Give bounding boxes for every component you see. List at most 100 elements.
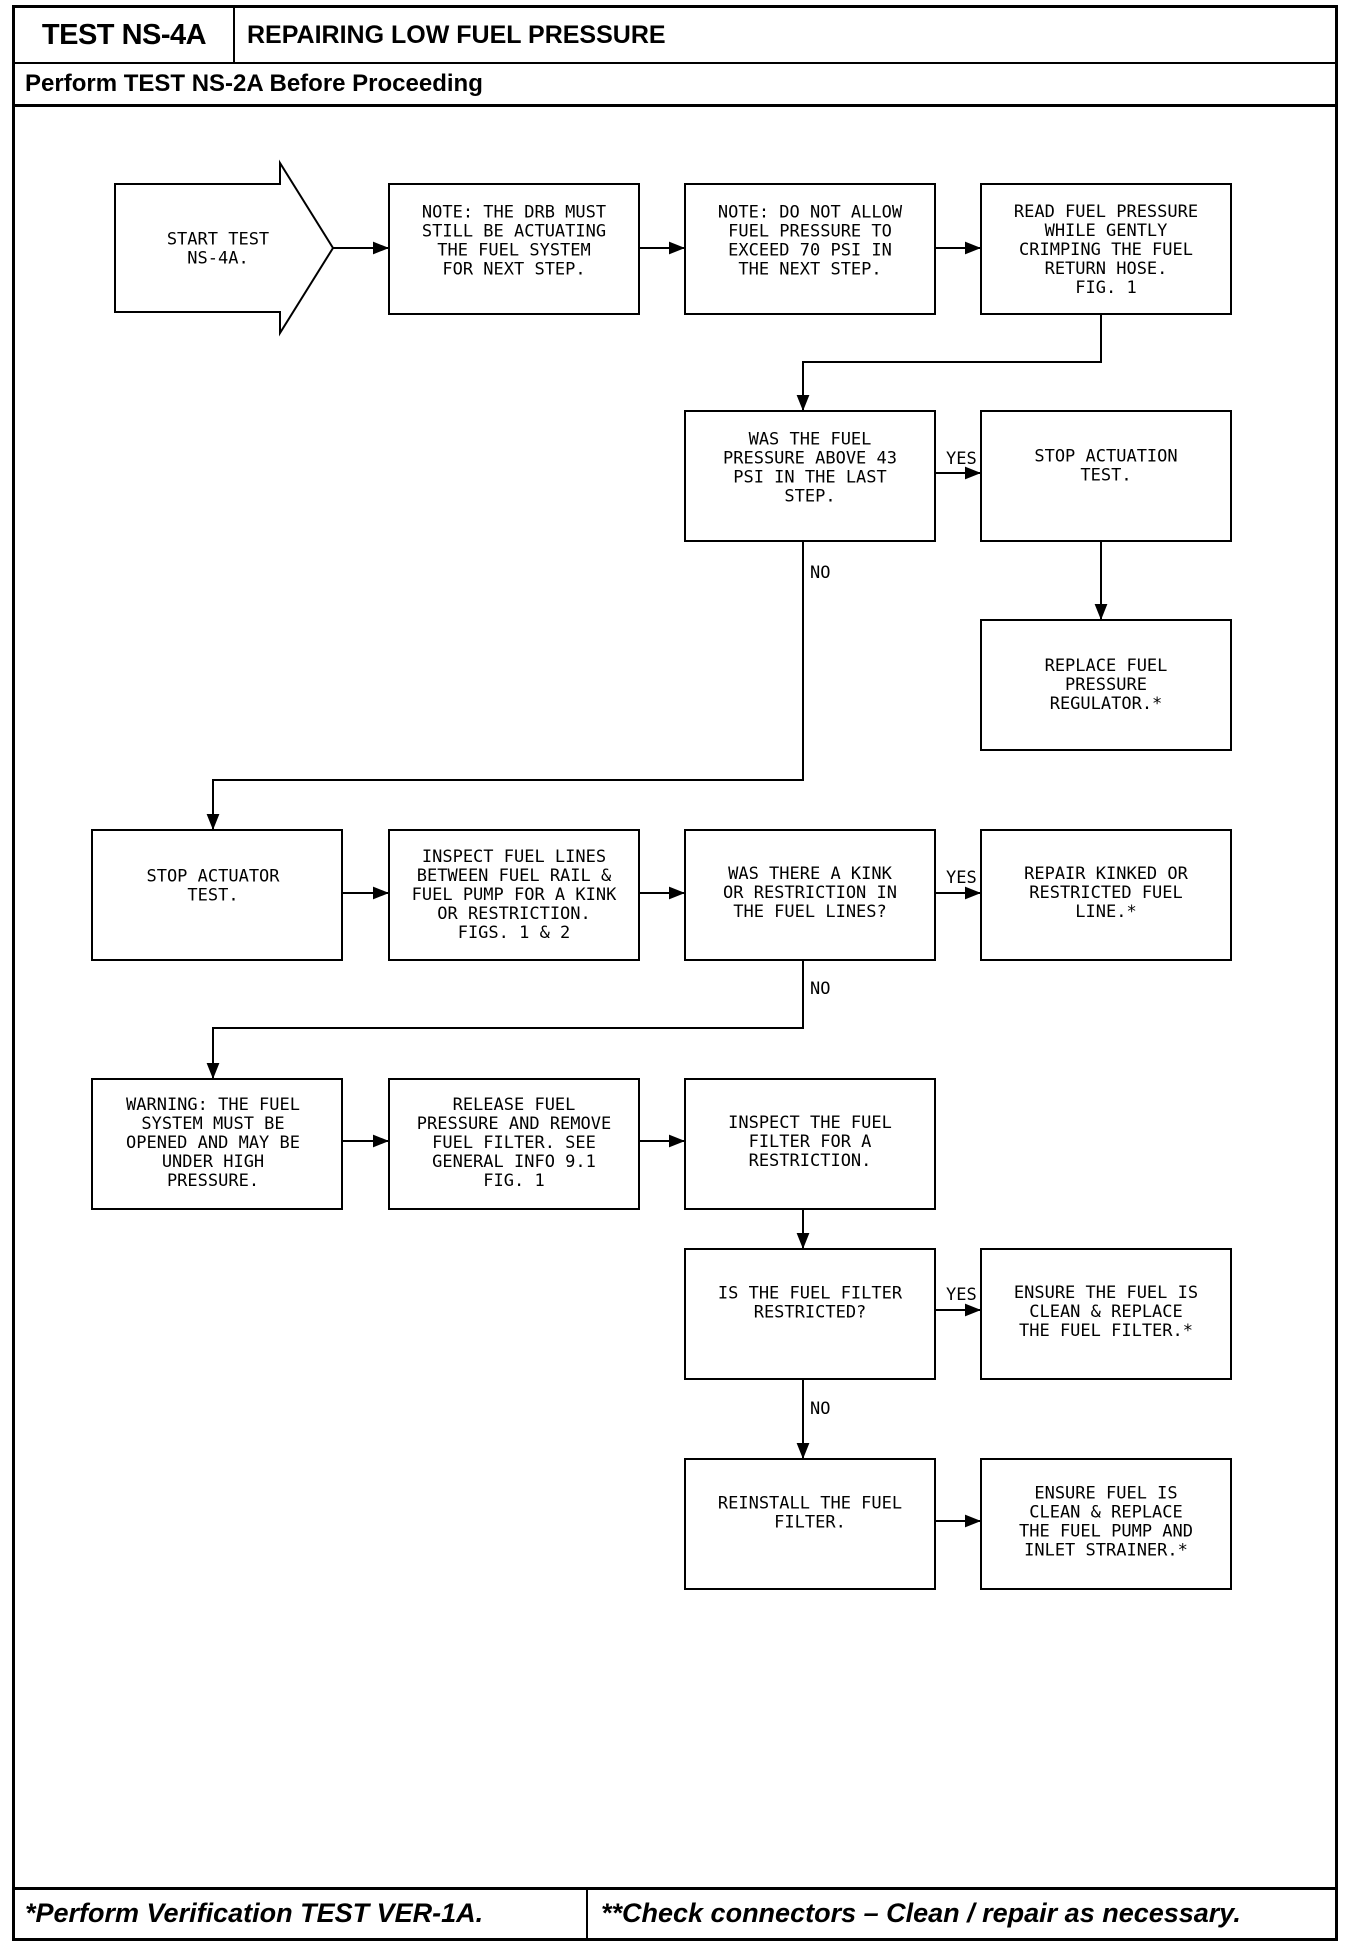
node-line: PRESSURE ABOVE 43	[723, 449, 897, 469]
node-line: RESTRICTED?	[754, 1303, 867, 1323]
node-line: INLET STRAINER.*	[1024, 1541, 1188, 1561]
release-pressure-box	[388, 1078, 640, 1210]
node-line: STOP ACTUATION	[1034, 447, 1177, 467]
node-line: RESTRICTION.	[749, 1151, 872, 1171]
node-line: PSI IN THE LAST	[733, 468, 887, 488]
node-line: CLEAN & REPLACE	[1029, 1302, 1183, 1322]
inspect-lines-box	[388, 829, 640, 961]
footer-bar: *Perform Verification TEST VER-1A. **Che…	[15, 1887, 1335, 1938]
node-line: WARNING: THE FUEL	[126, 1095, 300, 1115]
node-line: NS-4A.	[187, 249, 248, 269]
node-line: START TEST	[167, 230, 269, 250]
repair-line-box	[980, 829, 1232, 961]
node-line: FUEL PRESSURE TO	[728, 222, 892, 242]
question-above-43-box	[684, 410, 936, 542]
node-line: THE FUEL LINES?	[733, 902, 887, 922]
read-pressure-box	[980, 183, 1232, 315]
node-line: CRIMPING THE FUEL	[1019, 240, 1193, 260]
node-line: FILTER FOR A	[749, 1132, 872, 1152]
node-line: WHILE GENTLY	[1045, 221, 1168, 241]
connector-no-stop-actuator	[206, 541, 804, 830]
node-line: CLEAN & REPLACE	[1029, 1503, 1183, 1523]
node-line: TEST.	[187, 886, 238, 906]
node-line: WAS THERE A KINK	[728, 864, 893, 884]
node-line: NOTE: THE DRB MUST	[422, 203, 606, 223]
node-line: LINE.*	[1075, 902, 1136, 922]
node-line: WAS THE FUEL	[749, 430, 872, 450]
node-line: REINSTALL THE FUEL	[718, 1494, 902, 1514]
node-line: FIG. 1	[483, 1171, 544, 1191]
no-label-filter: NO	[810, 1399, 830, 1419]
node-line: PRESSURE AND REMOVE	[417, 1114, 611, 1134]
node-line: ENSURE THE FUEL IS	[1014, 1283, 1198, 1303]
no-label-kink: NO	[810, 979, 830, 999]
node-line: FUEL FILTER. SEE	[432, 1133, 596, 1153]
connector-read-to-question-43	[796, 314, 1102, 411]
stop-actuator-box	[91, 829, 343, 961]
node-line: FIG. 1	[1075, 278, 1136, 298]
connector-no-warning	[206, 960, 804, 1079]
node-line: STOP ACTUATOR	[146, 867, 280, 887]
node-line: PRESSURE.	[167, 1171, 259, 1191]
node-line: RELEASE FUEL	[453, 1095, 576, 1115]
node-line: OR RESTRICTION.	[437, 904, 591, 924]
node-line: REPAIR KINKED OR	[1024, 864, 1189, 884]
footer-verification-note: *Perform Verification TEST VER-1A.	[15, 1890, 588, 1938]
node-line: THE FUEL SYSTEM	[437, 241, 591, 261]
node-line: GENERAL INFO 9.1	[432, 1152, 596, 1172]
node-line: UNDER HIGH	[162, 1152, 264, 1172]
node-line: FILTER.	[774, 1513, 846, 1533]
question-filter-box	[684, 1248, 936, 1380]
node-line: THE FUEL PUMP AND	[1019, 1522, 1193, 1542]
node-line: SYSTEM MUST BE	[141, 1114, 284, 1134]
footer-connector-note: **Check connectors – Clean / repair as n…	[601, 1898, 1241, 1928]
inspect-filter-box	[684, 1078, 936, 1210]
node-line: READ FUEL PRESSURE	[1014, 202, 1198, 222]
note-drb-box	[388, 183, 640, 315]
node-line: RETURN HOSE.	[1045, 259, 1168, 279]
test-id: TEST NS-4A	[15, 8, 235, 62]
node-line: INSPECT FUEL LINES	[422, 847, 606, 867]
note-psi-box	[684, 183, 936, 315]
node-line: NOTE: DO NOT ALLOW	[718, 203, 903, 223]
node-line: STILL BE ACTUATING	[422, 222, 606, 242]
yes-label-kink: YES	[946, 868, 977, 888]
replace-regulator-box	[980, 619, 1232, 751]
flowchart-page: TEST NS-4A REPAIRING LOW FUEL PRESSURE P…	[12, 5, 1338, 1941]
warning-box	[91, 1078, 343, 1210]
node-line: INSPECT THE FUEL	[728, 1113, 892, 1133]
node-line: FOR NEXT STEP.	[442, 260, 585, 280]
node-line: OR RESTRICTION IN	[723, 883, 897, 903]
node-line: FUEL PUMP FOR A KINK	[412, 885, 617, 905]
stop-actuation-box	[980, 410, 1232, 542]
node-line: THE NEXT STEP.	[738, 260, 881, 280]
replace-pump-box	[980, 1458, 1232, 1590]
node-line: REPLACE FUEL	[1045, 656, 1168, 676]
node-line: FIGS. 1 & 2	[458, 923, 571, 943]
prerequisite-note: Perform TEST NS-2A Before Proceeding	[15, 62, 1335, 107]
start-node-shape	[114, 159, 335, 337]
question-kink-box	[684, 829, 936, 961]
node-line: STEP.	[784, 487, 835, 507]
node-line: PRESSURE	[1065, 675, 1147, 695]
node-line: RESTRICTED FUEL	[1029, 883, 1183, 903]
node-line: THE FUEL FILTER.*	[1019, 1321, 1193, 1341]
yes-label-filter: YES	[946, 1285, 977, 1305]
node-line: IS THE FUEL FILTER	[718, 1284, 903, 1304]
no-label-pressure: NO	[810, 563, 830, 583]
test-title: REPAIRING LOW FUEL PRESSURE	[247, 21, 666, 49]
